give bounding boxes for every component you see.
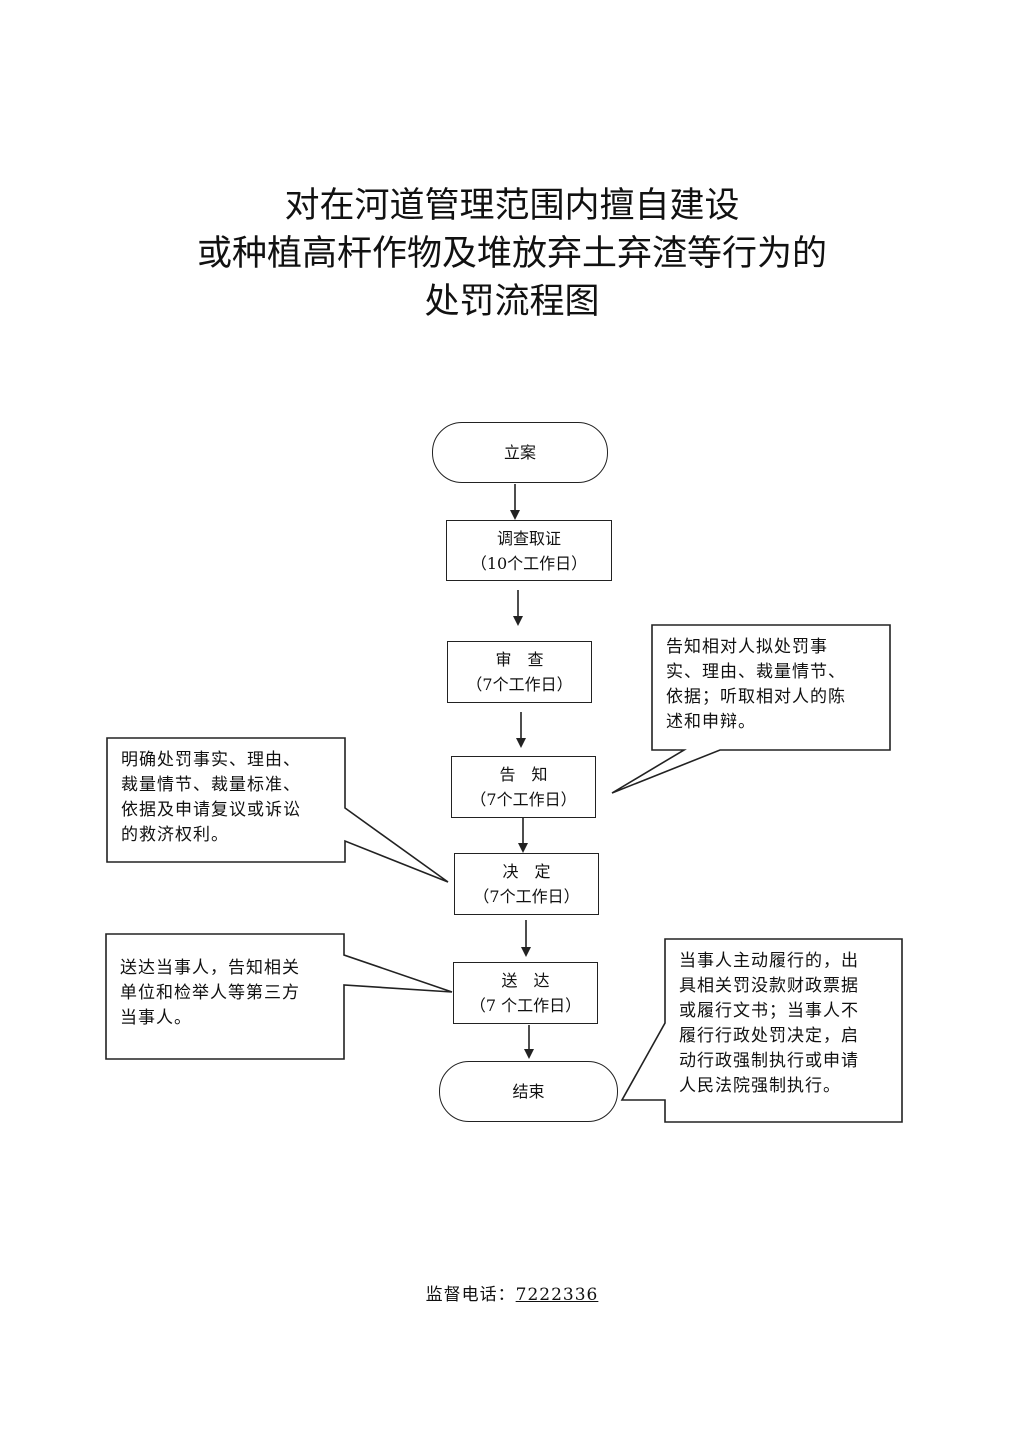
node-review-duration: （7个工作日） <box>466 675 573 694</box>
page-title-line-3: 处罚流程图 <box>424 282 600 322</box>
node-deliver: 送 达 （7 个工作日） <box>453 962 598 1024</box>
node-review-label: 审 查 <box>495 650 544 669</box>
supervision-phone-number: 7222336 <box>515 1285 599 1305</box>
node-decide-label: 决 定 <box>502 862 551 881</box>
node-deliver-label: 送 达 <box>501 971 550 990</box>
node-end: 结束 <box>439 1061 618 1122</box>
callout-decide-text: 明确处罚事实、理由、 裁量情节、裁量标准、 依据及申请复议或诉讼 的救济权利。 <box>121 750 301 845</box>
supervision-phone-label: 监督电话： <box>425 1285 516 1305</box>
node-start: 立案 <box>432 422 608 483</box>
supervision-phone: 监督电话：7222336 <box>0 1280 1024 1305</box>
node-investigate-duration: （10个工作日） <box>470 553 588 573</box>
node-review: 审 查 （7个工作日） <box>447 641 592 703</box>
node-deliver-duration: （7 个工作日） <box>469 996 582 1015</box>
node-notify-label: 告 知 <box>499 765 548 784</box>
page-title-line-1: 对在河道管理范围内擅自建设 <box>284 186 740 226</box>
callout-end-text: 当事人主动履行的，出 具相关罚没款财政票据 或履行文书；当事人不 履行行政处罚决… <box>679 951 859 1096</box>
node-investigate-label: 调查取证 <box>496 528 561 548</box>
node-end-label: 结束 <box>512 1082 545 1101</box>
node-notify: 告 知 （7个工作日） <box>451 756 596 818</box>
callout-end-outline <box>620 938 903 1123</box>
callout-notify-outline <box>611 624 891 794</box>
callout-deliver-text: 送达当事人，告知相关 单位和检举人等第三方 当事人。 <box>120 958 300 1028</box>
callout-decide-outline <box>106 737 449 883</box>
node-notify-duration: （7个工作日） <box>470 790 577 809</box>
node-decide-duration: （7个工作日） <box>473 887 580 906</box>
node-decide: 决 定 （7个工作日） <box>454 853 599 915</box>
node-start-label: 立案 <box>503 443 536 462</box>
node-investigate: 调查取证 （10个工作日） <box>446 520 612 581</box>
page-title-line-2: 或种植高杆作物及堆放弃土弃渣等行为的 <box>196 234 827 274</box>
callout-deliver-outline <box>105 933 453 1060</box>
callout-notify-text: 告知相对人拟处罚事 实、理由、裁量情节、 依据；听取相对人的陈 述和申辩。 <box>666 637 846 732</box>
